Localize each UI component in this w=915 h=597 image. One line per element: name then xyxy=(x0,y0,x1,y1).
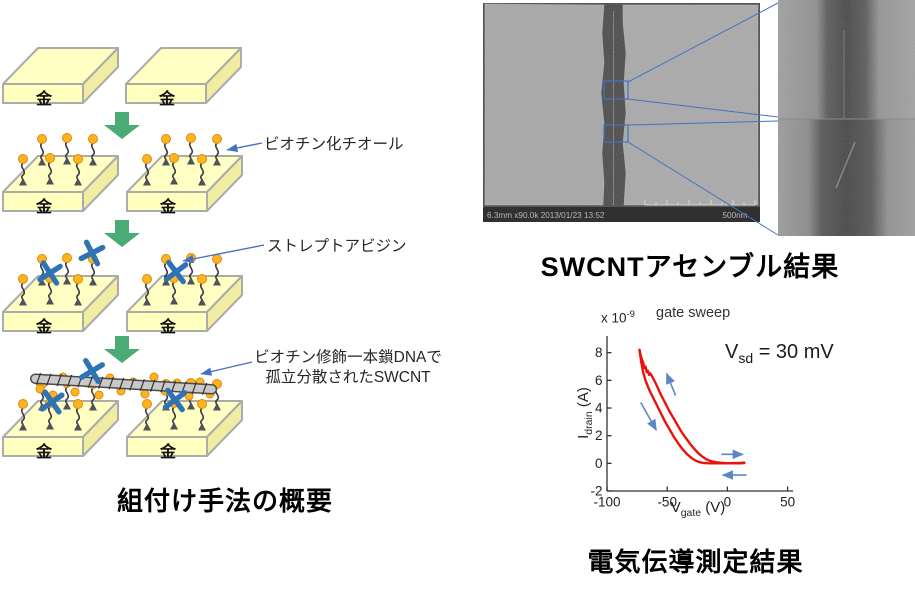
ylabel-base: I xyxy=(575,434,592,439)
xlabel-base: V xyxy=(670,499,681,516)
sem-panel: 6.3mm x90.0k 2013/01/23 13:52 500nm xyxy=(483,0,915,236)
y-tick-label: 2 xyxy=(595,428,603,443)
sem-metadata-text: 6.3mm x90.0k 2013/01/23 13:52 xyxy=(487,211,605,220)
connector-line xyxy=(627,2,779,83)
chart-title: gate sweep xyxy=(656,305,731,321)
roi-rectangle-upper xyxy=(603,80,629,100)
vsd-suffix: = 30 mV xyxy=(753,341,834,363)
y-tick-label: 8 xyxy=(595,345,603,360)
swcnt-label: ビオチン修飾一本鎖DNAで 孤立分散されたSWCNT xyxy=(235,348,461,388)
biotin-head-icon xyxy=(149,372,159,382)
dna-wrap-mark xyxy=(56,374,62,387)
roi-rectangle-lower xyxy=(603,124,629,143)
dna-wrap-mark xyxy=(98,376,104,389)
x-tick-label: 50 xyxy=(780,495,795,510)
dna-wrap-mark xyxy=(129,378,135,391)
x-axis-label: Vgate (V) xyxy=(638,499,758,519)
assembly-diagram xyxy=(2,47,265,457)
process-step-arrow-icon xyxy=(104,112,140,139)
assembly-caption: 組付け手法の概要 xyxy=(116,486,333,516)
transfer-curve xyxy=(638,348,746,465)
x-tick-label: -50 xyxy=(657,495,677,510)
sem-info-bar xyxy=(483,207,760,222)
xlabel-sub: gate xyxy=(680,507,702,519)
biotin-head-icon xyxy=(94,390,104,400)
dna-wrap-mark xyxy=(46,373,52,386)
process-step-arrow-icon xyxy=(104,336,140,363)
dna-wrap-mark xyxy=(108,377,114,390)
sem-grain xyxy=(483,3,760,207)
dna-wrap-mark xyxy=(160,380,166,393)
gate-sweep-chart: -100 -50 0 50 -2 0 2 4 6 8 xyxy=(590,336,795,510)
connector-line xyxy=(627,98,779,118)
dna-wrap-mark xyxy=(139,379,145,392)
y-tick-label: -2 xyxy=(590,484,602,499)
gold-label: 金 xyxy=(35,444,52,461)
xlabel-suffix: (V) xyxy=(701,499,726,516)
sweep-direction-arrow xyxy=(640,402,658,431)
x-tick-label: -100 xyxy=(593,495,620,510)
gold-label: 金 xyxy=(35,199,52,216)
ylabel-suffix: (A) xyxy=(575,387,592,412)
gold-label: 金 xyxy=(35,319,52,336)
sem-scale-ruler xyxy=(644,200,756,206)
connector-line xyxy=(627,141,779,236)
gold-label: 金 xyxy=(35,91,52,108)
swcnt-label-line1: ビオチン修飾一本鎖DNAで xyxy=(254,349,442,366)
gold-label: 金 xyxy=(158,91,175,108)
chart-plot-area: -100 -50 0 50 -2 0 2 4 6 8 xyxy=(590,345,795,509)
inset-grain xyxy=(778,0,915,236)
sweep-direction-arrow xyxy=(665,372,677,396)
dna-wrap-mark xyxy=(150,379,156,392)
y-axis-label: Idrain (A) xyxy=(575,358,595,468)
dna-wrap-mark xyxy=(35,372,42,386)
sem-caption: SWCNTアセンブル結果 xyxy=(540,252,840,282)
gold-label: 金 xyxy=(159,444,176,461)
vsd-prefix: V xyxy=(725,341,739,363)
transport-caption: 電気伝導測定結果 xyxy=(587,547,804,577)
swcnt-label-line2: 孤立分散されたSWCNT xyxy=(265,369,431,386)
biotin-head-icon xyxy=(35,384,45,394)
multiplier-base: x 10 xyxy=(601,310,627,326)
sem-scale-label: 500nm xyxy=(722,211,747,220)
biotin-head-icon xyxy=(70,387,80,397)
dna-wrap-mark xyxy=(87,375,94,389)
sem-micrograph: 6.3mm x90.0k 2013/01/23 13:52 500nm xyxy=(483,3,760,222)
streptavidin-label: ストレプトアビジン xyxy=(267,238,407,255)
thiol-label: ビオチン化チオール xyxy=(264,136,404,153)
dna-wrap-mark xyxy=(170,380,177,394)
y-tick-label: 6 xyxy=(595,373,603,388)
x-tick-label: 0 xyxy=(724,495,732,510)
vsd-sub: sd xyxy=(738,350,754,366)
gold-label: 金 xyxy=(159,319,176,336)
thiol-label-arrow xyxy=(226,142,263,153)
swcnt-label-arrow xyxy=(200,361,253,376)
dna-wrap-mark xyxy=(191,382,197,395)
dna-wrap-mark xyxy=(118,377,125,390)
transfer-curve xyxy=(638,348,746,465)
dna-wrap-mark xyxy=(66,374,73,387)
process-step-arrow-icon xyxy=(104,220,140,247)
streptavidin-label-arrow xyxy=(182,244,265,264)
y-axis-multiplier: x 10-9 xyxy=(601,309,635,326)
biotin-head-icon xyxy=(140,389,150,399)
vsd-annotation: Vsd = 30 mV xyxy=(725,341,834,366)
gold-label: 金 xyxy=(159,199,176,216)
y-tick-label: 0 xyxy=(595,456,603,471)
ylabel-sub: drain xyxy=(583,411,595,435)
connector-line xyxy=(627,120,779,126)
y-tick-label: 4 xyxy=(595,401,603,416)
multiplier-exp: -9 xyxy=(626,309,635,320)
dna-wrap-mark xyxy=(201,382,208,395)
